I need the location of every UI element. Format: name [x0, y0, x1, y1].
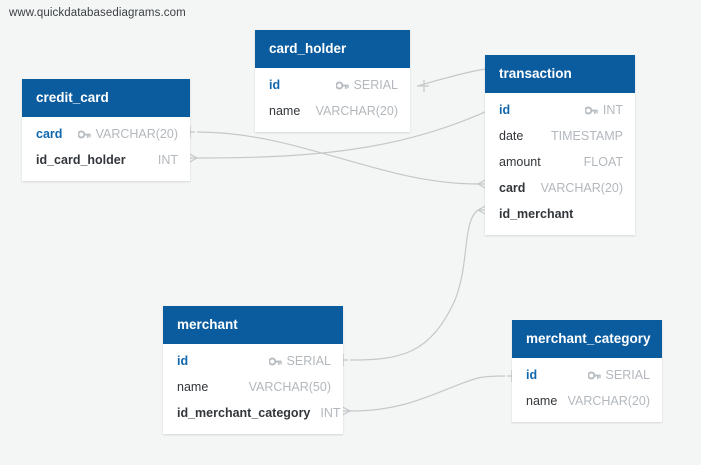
field-type-transaction-date: TIMESTAMP	[551, 129, 623, 143]
field-name-card_holder-name: name	[269, 104, 301, 118]
table-fields-merchant_category: id SERIAL name VARCHAR(20)	[512, 358, 662, 422]
table-header-card_holder[interactable]: card_holder	[255, 30, 410, 68]
field-row-credit_card-card[interactable]: card VARCHAR(20)	[22, 121, 190, 147]
field-row-merchant-name[interactable]: name VARCHAR(50)	[163, 374, 343, 400]
table-fields-credit_card: card VARCHAR(20) id_card_holder INT	[22, 117, 190, 181]
field-row-card_holder-id[interactable]: id SERIAL	[255, 72, 410, 98]
field-type-card_holder-id: SERIAL	[353, 78, 398, 92]
field-name-merchant_category-id: id	[526, 368, 538, 382]
table-header-credit_card[interactable]: credit_card	[22, 79, 190, 117]
field-type-merchant-name: VARCHAR(50)	[248, 380, 331, 394]
field-type-transaction-id: INT	[602, 103, 623, 117]
table-fields-transaction: id INT date TIMESTAMP amount FLOAT card VARCHAR…	[485, 93, 635, 235]
field-row-transaction-card[interactable]: card VARCHAR(20)	[485, 175, 635, 201]
field-name-credit_card-card: card	[36, 127, 63, 141]
key-icon	[584, 105, 598, 116]
relationship-line	[196, 131, 479, 185]
field-row-card_holder-name[interactable]: name VARCHAR(20)	[255, 98, 410, 124]
field-type-credit_card-card: VARCHAR(20)	[95, 127, 178, 141]
table-header-merchant_category[interactable]: merchant_category	[512, 320, 662, 358]
field-name-merchant_category-name: name	[526, 394, 558, 408]
field-row-transaction-amount[interactable]: amount FLOAT	[485, 149, 635, 175]
field-type-merchant_category-name: VARCHAR(20)	[567, 394, 650, 408]
field-name-card_holder-id: id	[269, 78, 281, 92]
field-name-transaction-date: date	[499, 129, 524, 143]
field-name-credit_card-id_card_holder: id_card_holder	[36, 153, 126, 167]
table-transaction[interactable]: transaction id INT date TIMESTAMP amount FLOAT…	[485, 55, 635, 235]
field-name-transaction-id: id	[499, 103, 511, 117]
field-name-transaction-amount: amount	[499, 155, 541, 169]
field-row-transaction-date[interactable]: date TIMESTAMP	[485, 123, 635, 149]
key-icon	[268, 356, 282, 367]
field-name-merchant-id: id	[177, 354, 189, 368]
relationship-line	[349, 209, 479, 361]
relationship-credit_card-card__transaction-card	[185, 126, 492, 192]
table-fields-card_holder: id SERIAL name VARCHAR(20)	[255, 68, 410, 132]
table-merchant[interactable]: merchant id SERIAL name VARCHAR(50) id_mercha…	[163, 306, 343, 434]
field-type-merchant_category-id: SERIAL	[605, 368, 650, 382]
relationship-merchant-id__transaction-id_merchant	[338, 202, 492, 366]
field-type-transaction-amount: FLOAT	[583, 155, 623, 169]
field-name-merchant-name: name	[177, 380, 209, 394]
field-name-transaction-card: card	[499, 181, 526, 195]
key-icon	[335, 80, 349, 91]
key-icon	[77, 129, 91, 140]
field-row-transaction-id_merchant[interactable]: id_merchant	[485, 201, 635, 227]
field-row-merchant-id_merchant_category[interactable]: id_merchant_category INT	[163, 400, 343, 426]
key-icon	[587, 370, 601, 381]
field-type-credit_card-id_card_holder: INT	[157, 153, 178, 167]
table-fields-merchant: id SERIAL name VARCHAR(50) id_merchant_categ…	[163, 344, 343, 434]
field-row-credit_card-id_card_holder[interactable]: id_card_holder INT	[22, 147, 190, 173]
field-type-merchant-id: SERIAL	[286, 354, 331, 368]
table-header-merchant[interactable]: merchant	[163, 306, 343, 344]
field-row-merchant_category-name[interactable]: name VARCHAR(20)	[512, 388, 662, 414]
relationship-merchant-id_merchant_category__merchant_category-id	[336, 370, 517, 419]
field-type-merchant-id_merchant_category: INT	[320, 406, 341, 420]
field-row-transaction-id[interactable]: id INT	[485, 97, 635, 123]
watermark-label: www.quickdatabasediagrams.com	[9, 7, 186, 19]
field-row-merchant_category-id[interactable]: id SERIAL	[512, 362, 662, 388]
field-type-transaction-card: VARCHAR(20)	[540, 181, 623, 195]
relationship-line	[349, 375, 506, 412]
field-type-card_holder-name: VARCHAR(20)	[315, 104, 398, 118]
field-row-merchant-id[interactable]: id SERIAL	[163, 348, 343, 374]
field-name-transaction-id_merchant: id_merchant	[499, 207, 574, 221]
table-header-transaction[interactable]: transaction	[485, 55, 635, 93]
field-name-merchant-id_merchant_category: id_merchant_category	[177, 406, 311, 420]
